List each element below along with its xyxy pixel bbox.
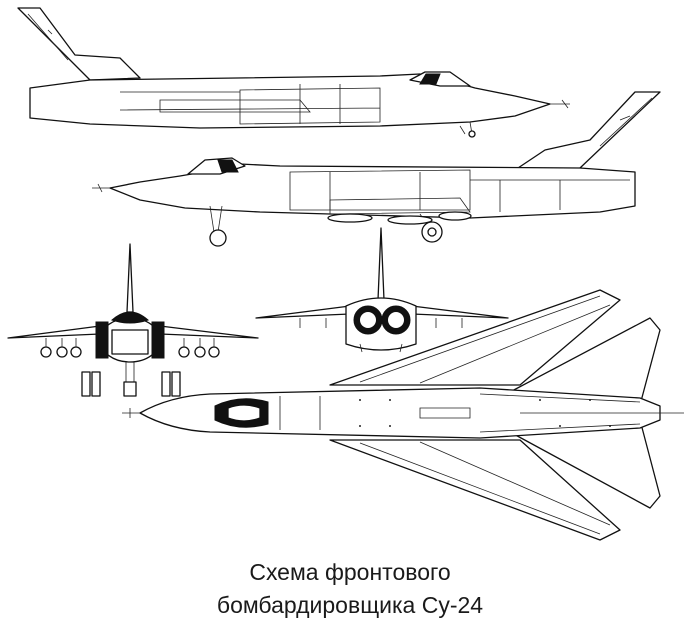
top-view: [122, 289, 684, 541]
caption-line-1: Схема фронтового: [249, 559, 451, 585]
side-view-right: [17, 7, 570, 138]
aircraft-schematic: [7, 7, 684, 541]
caption: Схема фронтового бомбардировщика Су-24: [0, 556, 700, 622]
rear-view: [255, 227, 509, 353]
caption-line-2: бомбардировщика Су-24: [216, 592, 484, 618]
side-view-left: [92, 91, 661, 247]
front-view: [7, 243, 259, 397]
